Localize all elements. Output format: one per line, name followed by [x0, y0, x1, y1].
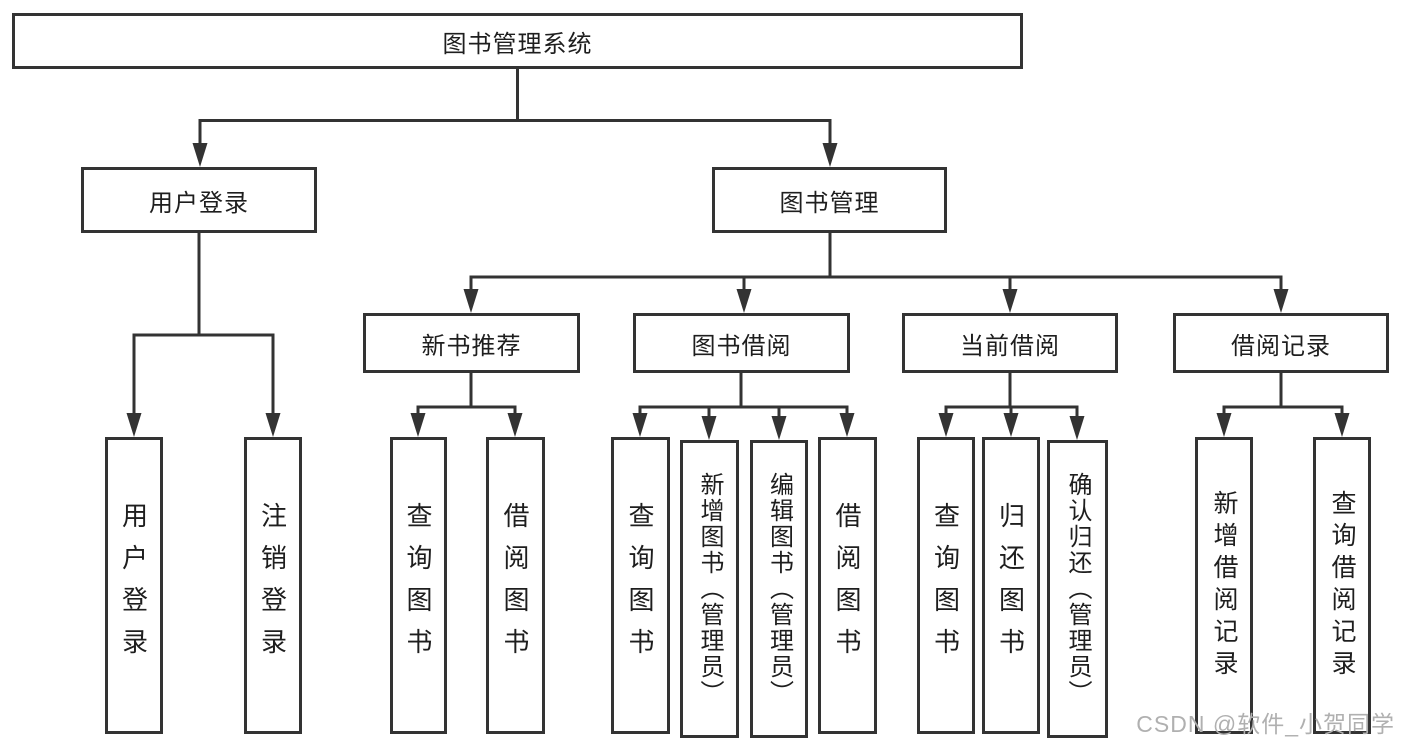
leaf-add-books-admin-label: 新增图书（管理员） [696, 472, 723, 706]
node-borrow-record: 借阅记录 [1173, 313, 1389, 373]
leaf-query-borrow-record: 查询借阅记录 [1313, 437, 1371, 734]
leaf-edit-books-admin: 编辑图书（管理员） [750, 440, 808, 738]
node-current-borrow-label: 当前借阅 [960, 332, 1060, 360]
arrowheads [126, 143, 1350, 440]
leaf-borrow-books-label: 借阅图书 [832, 501, 862, 670]
leaf-borrow-books: 借阅图书 [818, 437, 877, 734]
leaf-logout-label: 注销登录 [257, 501, 288, 670]
node-book-borrow: 图书借阅 [633, 313, 850, 373]
leaf-return-books-label: 归还图书 [995, 501, 1026, 670]
node-user-login-label: 用户登录 [149, 189, 249, 217]
node-root: 图书管理系统 [12, 13, 1023, 69]
leaf-user-login-label: 用户登录 [118, 501, 149, 670]
node-user-login: 用户登录 [81, 167, 317, 233]
leaf-query-books-borrow: 查询图书 [611, 437, 670, 734]
leaf-logout: 注销登录 [244, 437, 302, 734]
node-borrow-record-label: 借阅记录 [1231, 332, 1331, 360]
node-book-management-label: 图书管理 [779, 189, 880, 217]
node-book-borrow-label: 图书借阅 [691, 332, 792, 360]
leaf-add-books-admin: 新增图书（管理员） [680, 440, 739, 738]
leaf-confirm-return-admin: 确认归还（管理员） [1047, 440, 1108, 738]
leaf-query-books-recommend: 查询图书 [390, 437, 447, 734]
leaf-query-books-borrow-label: 查询图书 [625, 501, 655, 670]
node-new-book-recommend: 新书推荐 [363, 313, 580, 373]
leaf-return-books: 归还图书 [982, 437, 1040, 734]
leaf-query-borrow-record-label: 查询借阅记录 [1328, 489, 1356, 682]
leaf-query-books-current: 查询图书 [917, 437, 975, 734]
node-current-borrow: 当前借阅 [902, 313, 1118, 373]
leaf-borrow-books-recommend: 借阅图书 [486, 437, 545, 734]
leaf-user-login: 用户登录 [105, 437, 163, 734]
leaf-add-borrow-record: 新增借阅记录 [1195, 437, 1253, 734]
leaf-confirm-return-admin-label: 确认归还（管理员） [1064, 472, 1091, 706]
leaf-borrow-books-recommend-label: 借阅图书 [500, 501, 530, 670]
leaf-edit-books-admin-label: 编辑图书（管理员） [765, 472, 793, 706]
leaf-query-books-current-label: 查询图书 [930, 501, 961, 670]
node-book-management: 图书管理 [712, 167, 947, 233]
node-root-label: 图书管理系统 [442, 30, 593, 58]
leaf-query-books-recommend-label: 查询图书 [403, 501, 433, 670]
csdn-watermark: CSDN @软件_小贺同学 [1136, 711, 1395, 737]
leaf-add-borrow-record-label: 新增借阅记录 [1210, 489, 1238, 682]
node-new-book-recommend-label: 新书推荐 [421, 332, 522, 360]
